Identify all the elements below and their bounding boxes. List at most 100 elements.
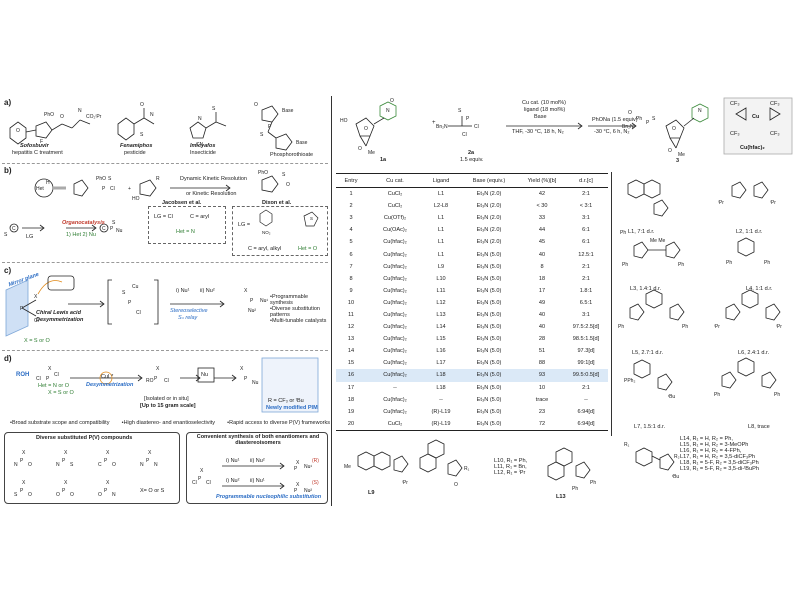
- separator-c-d: [2, 350, 328, 351]
- cell-dr: 6:1: [582, 227, 590, 234]
- cell-cu-cat: Cu(hfac)₂: [383, 324, 407, 331]
- svg-text:N: N: [150, 112, 154, 118]
- svg-text:P: P: [20, 488, 24, 494]
- jacobsen-title: Jacobsen et al.: [160, 200, 204, 207]
- cell-yield: 93: [520, 369, 564, 382]
- separator-a-b: [2, 163, 328, 164]
- cell-yield: 44: [538, 227, 546, 234]
- cell-base: Et₃N (2.0): [476, 227, 502, 234]
- kr-label: or Kinetic Resolution: [186, 191, 237, 197]
- svg-text:RO: RO: [146, 378, 154, 384]
- svg-text:ⁱPr: ⁱPr: [776, 323, 782, 330]
- svg-text:Ph: Ph: [618, 324, 624, 330]
- cell-yield: 40: [538, 311, 546, 318]
- cell-ligand: L11: [436, 287, 446, 294]
- cell-cu-cat: CuCl₂: [366, 417, 424, 431]
- cell-yield: 72: [520, 417, 564, 431]
- cu-box-cf3-2: CF₃: [770, 101, 780, 107]
- table-ligand-divider: [611, 172, 612, 436]
- panel-b-label: b): [4, 166, 12, 175]
- svg-text:S: S: [458, 108, 462, 114]
- cell-entry: 7: [349, 263, 353, 270]
- enantiomer-step-4: ii) Nu¹: [250, 478, 265, 484]
- svg-text:Nu²: Nu²: [304, 488, 312, 494]
- cell-ligand: L18: [436, 384, 446, 391]
- svg-text:ᵗBu: ᵗBu: [672, 474, 679, 480]
- svg-text:N: N: [14, 462, 18, 468]
- svg-text:S: S: [282, 172, 286, 178]
- cell-base: Et₃N (5.0): [476, 336, 502, 343]
- cell-entry: 14: [347, 348, 355, 355]
- cell-ligand: --: [439, 396, 443, 403]
- svg-text:ⁱPr: ⁱPr: [718, 199, 724, 206]
- svg-text:Nu: Nu: [252, 380, 259, 386]
- cell-yield: < 30: [536, 203, 548, 210]
- label-2a: 2a: [468, 150, 475, 156]
- svg-text:Base: Base: [296, 140, 308, 146]
- cell-ligand: L18: [424, 369, 458, 382]
- svg-text:S: S: [652, 116, 656, 122]
- svg-text:R₁: R₁: [624, 442, 630, 448]
- ligand-l2-label: L2, 1:1 d.r.: [736, 229, 763, 235]
- svg-text:N: N: [56, 462, 60, 468]
- cu-box-cf3-3: CF₃: [730, 131, 740, 137]
- cell-base: Et₃N (5.0): [476, 251, 502, 258]
- drug-name-sofosbuvir: Sofosbuvir: [20, 143, 49, 149]
- cell-ligand: (R)-L19: [431, 408, 451, 415]
- dixon-lg: LG =: [238, 222, 251, 228]
- enantiomer-step-3: i) Nu²: [226, 478, 240, 484]
- reagent-line-3: Base: [534, 114, 547, 120]
- cell-dr: 2:1: [582, 384, 590, 391]
- cell-yield: 45: [538, 239, 546, 246]
- cell-ligand: L9: [437, 263, 445, 270]
- svg-text:S: S: [14, 492, 18, 498]
- svg-text:X: X: [156, 366, 160, 372]
- cell-entry: 12: [347, 324, 355, 331]
- svg-text:X: X: [240, 366, 244, 372]
- drug-use-sofosbuvir: hepatitis C treatment: [12, 150, 63, 156]
- svg-text:O: O: [364, 126, 368, 132]
- svg-text:P: P: [294, 466, 298, 472]
- svg-text:X: X: [48, 366, 52, 372]
- svg-text:O: O: [140, 102, 144, 108]
- svg-text:S: S: [310, 216, 313, 221]
- cell-dr: 6:1: [582, 239, 590, 246]
- cell-ligand: L14: [436, 324, 446, 331]
- svg-text:Cl: Cl: [36, 376, 41, 382]
- organocatalysis-steps: 1) Het 2) Nu: [66, 232, 96, 238]
- svg-text:Cl: Cl: [206, 480, 211, 486]
- cell-cu-cat: Cu(hfac)₂: [383, 360, 407, 367]
- enantiomer-box: [186, 432, 328, 504]
- ligand-l17-label: L17, R₁ = H, R₂ = 3,5-diCF₃Ph: [680, 454, 756, 460]
- panel-c-label: c): [4, 266, 12, 275]
- svg-text:P: P: [102, 186, 106, 192]
- svg-text:Me Me: Me Me: [650, 238, 666, 244]
- cell-ligand: (R)-L19: [424, 417, 458, 431]
- svg-text:(R): (R): [312, 458, 319, 464]
- cell-cu-cat: Cu(hfac)₂: [383, 263, 407, 270]
- svg-text:C: C: [102, 226, 106, 232]
- plus-sign: +: [432, 120, 436, 126]
- ligand-l3-label: L3, 1.4:1 d.r.: [630, 286, 662, 292]
- svg-text:+: +: [128, 186, 131, 192]
- cell-base: Et₃N (2.0): [476, 203, 502, 210]
- svg-text:O: O: [286, 182, 290, 188]
- svg-text:P: P: [20, 306, 24, 312]
- separator-b-c: [2, 262, 328, 263]
- reagent2-bottom: -30 °C, 6 h, N₂: [594, 129, 630, 135]
- scale-label: [Up to 15 gram scale]: [140, 403, 196, 409]
- cell-ligand: L16: [436, 348, 446, 355]
- cell-yield: 23: [538, 408, 546, 415]
- svg-text:O: O: [112, 462, 116, 468]
